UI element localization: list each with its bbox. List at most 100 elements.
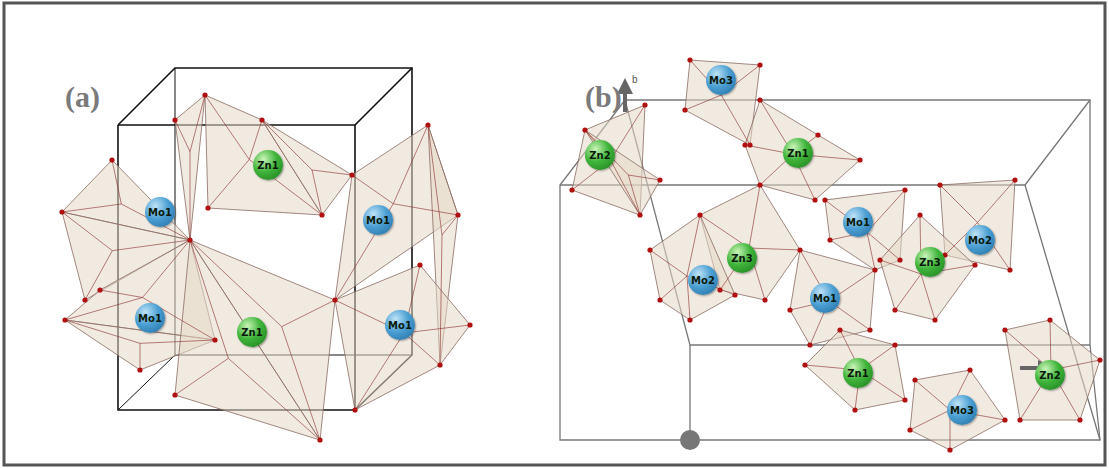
- oxygen-dot: [837, 327, 842, 332]
- oxygen-dot: [349, 172, 354, 177]
- oxygen-dot: [109, 157, 114, 162]
- bond-line: [685, 95, 721, 110]
- bond-line: [585, 130, 628, 175]
- oxygen-dot: [455, 212, 460, 217]
- oxygen-dot: [802, 362, 807, 367]
- atom-label: Zn2: [1039, 370, 1060, 381]
- bond-line: [442, 215, 458, 235]
- oxygen-dot: [757, 97, 762, 102]
- oxygen-dot: [1077, 417, 1082, 422]
- oxygen-dot: [1002, 327, 1007, 332]
- bond-line: [352, 175, 393, 204]
- bond-line: [175, 358, 228, 395]
- bond-line: [175, 120, 190, 152]
- bond-line: [404, 333, 440, 365]
- oxygen-dot: [857, 157, 862, 162]
- bond-line: [978, 180, 1016, 223]
- oxygen-dot: [972, 262, 977, 267]
- oxygen-dot: [897, 257, 902, 262]
- figure-frame: [4, 3, 1105, 465]
- mo-atom: Mo1: [363, 205, 393, 235]
- bond-line: [721, 95, 750, 145]
- mo-atom: Mo1: [843, 207, 873, 237]
- mo-atom: Mo3: [947, 395, 977, 425]
- oxygen-dot: [787, 307, 792, 312]
- atom-label: Mo1: [813, 293, 837, 304]
- oxygen-dot: [172, 392, 177, 397]
- oxygen-dot: [97, 287, 102, 292]
- oxygen-dot: [822, 197, 827, 202]
- oxygen-dot: [82, 297, 87, 302]
- bond-line: [660, 276, 687, 300]
- atom-label: Zn2: [589, 150, 610, 161]
- atom-label: Zn1: [787, 148, 808, 159]
- mo-atom: Mo1: [135, 303, 165, 333]
- oxygen-dot: [569, 187, 574, 192]
- atom-label: Mo2: [691, 275, 715, 286]
- unit-cell-b: [560, 100, 1100, 440]
- oxygen-dot: [687, 317, 692, 322]
- oxygen-dot: [642, 102, 647, 107]
- zn-atom: Zn1: [237, 317, 267, 347]
- oxygen-dot: [1097, 357, 1102, 362]
- bond-line: [940, 185, 978, 223]
- oxygen-dot: [1017, 417, 1022, 422]
- bond-line: [208, 160, 249, 209]
- oxygen-dot: [872, 267, 877, 272]
- atom-label: Zn1: [257, 160, 278, 171]
- oxygen-dot: [319, 212, 324, 217]
- atom-label: Mo3: [709, 75, 733, 86]
- bond-line: [62, 212, 112, 251]
- oxygen-dot: [1002, 417, 1007, 422]
- panel-label: (b): [585, 80, 622, 114]
- bond-line: [440, 235, 442, 365]
- oxygen-dot: [907, 427, 912, 432]
- oxygen-dot: [205, 205, 210, 210]
- atom-label: Mo3: [950, 405, 974, 416]
- bond-line: [611, 160, 641, 215]
- bond-line: [282, 300, 335, 327]
- oxygen-dot: [657, 177, 662, 182]
- oxygen-dot: [137, 367, 142, 372]
- zn-atom: Zn1: [843, 358, 873, 388]
- atom-label: Zn3: [919, 257, 940, 268]
- bond-line: [867, 190, 905, 232]
- oxygen-dot: [902, 397, 907, 402]
- oxygen-dot: [172, 117, 177, 122]
- bond-line: [355, 333, 404, 410]
- zn-atom: Zn3: [727, 243, 757, 273]
- bond-line: [749, 248, 800, 250]
- panel-label: (a): [65, 80, 100, 114]
- bond-line: [190, 95, 205, 152]
- oxygen-dot: [867, 327, 872, 332]
- oxygen-dot: [697, 212, 702, 217]
- bond-line: [140, 340, 215, 343]
- oxygen-dot: [815, 132, 820, 137]
- oxygen-dot: [717, 287, 722, 292]
- bond-line: [393, 125, 428, 204]
- bond-line: [205, 95, 249, 160]
- oxygen-dot: [317, 437, 322, 442]
- bond-line: [85, 251, 112, 300]
- oxygen-dot: [812, 197, 817, 202]
- oxygen-dot: [932, 317, 937, 322]
- oxygen-dot: [807, 342, 812, 347]
- oxygen-dot: [762, 297, 767, 302]
- bond-line: [143, 240, 191, 298]
- oxygen-dot: [1007, 267, 1012, 272]
- oxygen-dot: [62, 317, 67, 322]
- oxygen-dot: [757, 182, 762, 187]
- bond-line: [228, 358, 320, 440]
- oxygen-dot: [902, 187, 907, 192]
- bond-line: [428, 125, 442, 235]
- oxygen-dot: [937, 182, 942, 187]
- oxygen-dot: [1047, 317, 1052, 322]
- bond-line: [915, 380, 950, 410]
- oxygen-dot: [912, 377, 917, 382]
- oxygen-dot: [467, 322, 472, 327]
- bond-line: [249, 160, 322, 216]
- mo-atom: Mo2: [965, 225, 995, 255]
- bond-line: [312, 170, 322, 215]
- bond-line: [112, 240, 190, 251]
